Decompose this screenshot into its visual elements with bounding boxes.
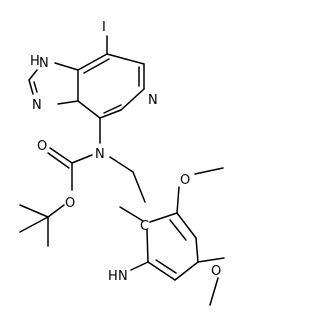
bond-ring	[119, 206, 144, 222]
bond-ring	[120, 88, 145, 111]
bond-double	[155, 259, 177, 274]
bond-ring	[174, 261, 199, 281]
atom-methoxy-o-bottom: O	[211, 264, 221, 279]
atom-amino-n: N	[118, 269, 128, 284]
atom-ring-c: C	[140, 219, 149, 234]
bond-ring	[147, 261, 176, 281]
bond-n-ch2	[109, 156, 134, 173]
bond-double	[169, 219, 187, 241]
bond-ring	[149, 212, 178, 223]
bond-ring	[28, 79, 34, 95]
atom-amine-n: N	[95, 147, 105, 162]
atom-n1: N	[39, 56, 49, 71]
bond-ch2-c	[132, 171, 146, 203]
bond-c-o-double	[49, 147, 73, 164]
atom-pyridine-n: N	[148, 93, 158, 108]
bond-ring	[176, 212, 197, 239]
bond-c-nh2	[130, 261, 149, 271]
bond-ring	[57, 100, 79, 105]
bond-double	[83, 58, 110, 74]
bond-ring	[54, 62, 79, 71]
bond-n-c	[71, 154, 93, 164]
bond-o-ch3	[194, 167, 224, 175]
bond-o-ch3	[209, 277, 219, 306]
molecule-structure: I H N N N N O O O O C H N	[19, 20, 225, 306]
bond-ring	[77, 53, 108, 71]
atom-n3: N	[32, 98, 42, 113]
atom-methoxy-o-top: O	[180, 173, 190, 188]
bond-c-o	[176, 186, 180, 214]
bond-o-c	[47, 204, 65, 218]
atom-labels: I H N N N N O O O O C H N	[30, 20, 221, 284]
bonds	[19, 35, 225, 306]
atom-ester-o: O	[65, 196, 75, 211]
bond-tbu	[19, 216, 49, 233]
bond-c-o	[197, 257, 225, 263]
atom-carbonyl-o: O	[37, 139, 47, 154]
bond-ring	[28, 69, 38, 81]
atom-nh-h: H	[30, 54, 40, 69]
bond-fused	[77, 100, 101, 119]
bond-c-o-double	[47, 152, 70, 169]
bond-ring	[195, 237, 199, 263]
bond-ring	[99, 109, 122, 119]
atom-iodine: I	[102, 20, 106, 35]
bond-ring	[106, 53, 145, 65]
bond-tbu	[19, 204, 49, 218]
bond-double	[33, 81, 38, 93]
bond-double	[103, 104, 122, 114]
atom-amino-h2: H	[108, 269, 118, 284]
bond-ring	[146, 229, 149, 263]
